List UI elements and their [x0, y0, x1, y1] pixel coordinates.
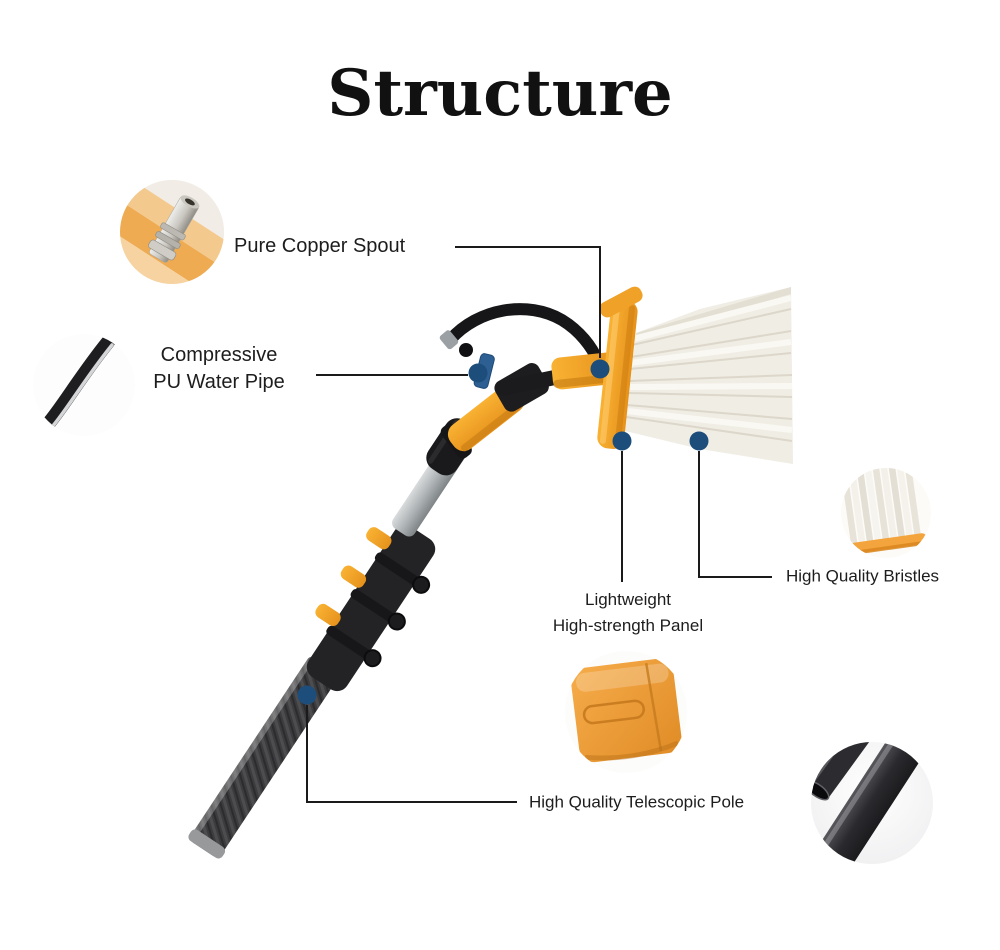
callout-dot-panel: [612, 431, 632, 451]
callout-dots: [297, 359, 709, 705]
brush-bar: [597, 300, 638, 449]
label-pu-water-pipe-line2: PU Water Pipe: [153, 371, 285, 393]
callout-lines: [306, 246, 772, 803]
bristles-photo: [841, 468, 931, 558]
callout-line-spout: [455, 246, 601, 358]
label-lightweight-panel-line2: High-strength Panel: [552, 616, 704, 635]
label-lightweight-panel: Lightweight High-strength Panel: [553, 587, 703, 639]
water-fed-brush-product: [188, 286, 793, 859]
clamp-lever: [315, 603, 341, 627]
callout-line-pole: [306, 705, 517, 803]
callout-line-bristles: [698, 451, 772, 578]
callout-dot-pipe: [468, 363, 488, 383]
label-telescopic-pole: High Quality Telescopic Pole: [529, 792, 745, 812]
label-high-quality-bristles: High Quality Bristles: [786, 566, 940, 586]
label-pure-copper-spout: Pure Copper Spout: [234, 235, 406, 257]
label-pu-water-pipe: Compressive PU Water Pipe: [153, 342, 285, 396]
clamp-lever: [366, 527, 392, 550]
page-title: Structure: [327, 56, 673, 131]
clamp-lever: [340, 565, 367, 588]
label-pu-water-pipe-line1: Compressive: [160, 344, 278, 366]
label-lightweight-panel-line1: Lightweight: [584, 590, 672, 609]
bristle-fan: [625, 287, 793, 464]
carbon-fiber-pole: [188, 655, 339, 859]
copper-spout: [148, 195, 200, 263]
callout-dot-pole: [297, 685, 317, 705]
clamp-collars: [306, 524, 436, 692]
arch-knob: [459, 343, 473, 357]
callout-dot-bristles: [689, 431, 709, 451]
arch-end-fitting: [439, 330, 459, 350]
brush-bar-cap: [599, 286, 643, 318]
gooseneck-arch: [444, 303, 604, 367]
pu-water-pipe-photo: [33, 334, 135, 436]
callout-dot-spout: [590, 359, 610, 379]
copper-spout-photo: [120, 180, 224, 284]
telescopic-poles-photo: [811, 742, 933, 864]
panel-photo: [565, 651, 687, 773]
